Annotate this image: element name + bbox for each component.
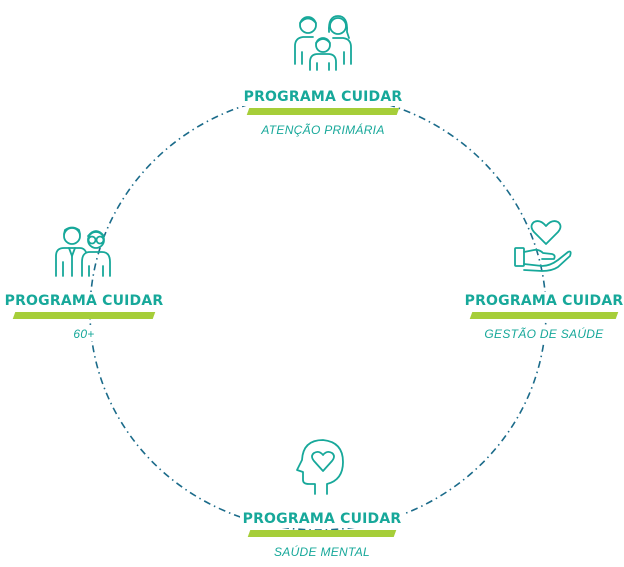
node-title: PROGRAMA CUIDAR [239,510,405,528]
heart-hand-icon [514,220,572,272]
title-underline-bar [247,530,397,537]
node-subtitle: ATENÇÃO PRIMÁRIA [257,123,389,137]
node-title: PROGRAMA CUIDAR [1,292,167,310]
node-saude-mental: PROGRAMA CUIDAR SAÚDE MENTAL [236,436,408,559]
node-title: PROGRAMA CUIDAR [240,88,406,106]
node-atencao-primaria: PROGRAMA CUIDAR ATENÇÃO PRIMÁRIA [238,12,408,137]
title-underline-bar [12,312,156,319]
family-icon [294,15,352,71]
title-underline-bar [246,108,400,115]
elderly-couple-icon [55,226,111,277]
title-underline-bar [469,312,619,319]
node-gestao-de-saude: PROGRAMA CUIDAR GESTÃO DE SAÚDE [461,220,624,341]
node-subtitle: GESTÃO DE SAÚDE [480,327,608,341]
node-subtitle: 60+ [69,327,99,341]
node-60-plus: PROGRAMA CUIDAR 60+ [0,222,168,341]
heart-head-icon [296,439,344,495]
node-title: PROGRAMA CUIDAR [461,292,624,310]
node-subtitle: SAÚDE MENTAL [269,545,375,559]
